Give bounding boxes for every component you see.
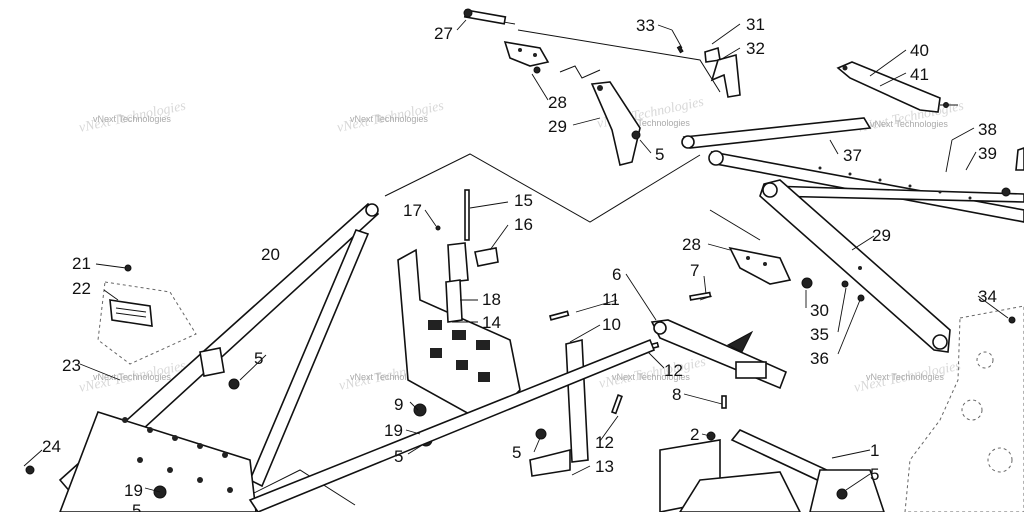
callout-5-right: 5: [870, 465, 879, 484]
center-plate: [397, 189, 521, 447]
lower-frame: [25, 429, 885, 512]
watermark-1: vNext Technologies: [93, 114, 171, 124]
callout-12-bottom: 12: [595, 433, 614, 452]
callout-27: 27: [434, 24, 453, 43]
callout-12-top: 12: [664, 361, 683, 380]
callout-20: 20: [261, 245, 280, 264]
callout-39: 39: [978, 144, 997, 163]
watermark-5: vNext Technologies: [93, 372, 171, 382]
watermark-4: vNext Technologies: [870, 119, 948, 129]
callout-17: 17: [403, 201, 422, 220]
callout-18: 18: [482, 290, 501, 309]
callout-31: 31: [746, 15, 765, 34]
callouts: 27 33 31 32 40 41 28 29 5 38 39 37 15 16…: [42, 15, 997, 512]
callout-24: 24: [42, 437, 61, 456]
callout-34: 34: [978, 287, 997, 306]
callout-14: 14: [482, 313, 501, 332]
upper-bracket-assembly: [463, 8, 721, 166]
callout-30: 30: [810, 301, 829, 320]
callout-5-mid: 5: [394, 447, 403, 466]
callout-16: 16: [514, 215, 533, 234]
callout-10: 10: [602, 315, 621, 334]
callout-7: 7: [690, 261, 699, 280]
watermark-7: vNext Technologies: [612, 372, 690, 382]
left-frame: [58, 202, 380, 512]
callout-9: 9: [394, 395, 403, 414]
callout-36: 36: [810, 349, 829, 368]
callout-35: 35: [810, 325, 829, 344]
callout-38: 38: [978, 120, 997, 139]
callout-41: 41: [910, 65, 929, 84]
callout-5-bottom: 5: [132, 501, 141, 512]
lower-arm: [759, 179, 951, 353]
callout-5-top: 5: [655, 145, 664, 164]
callout-28-top: 28: [548, 93, 567, 112]
callout-23: 23: [62, 356, 81, 375]
control-module: [97, 264, 197, 365]
watermark-2: vNext Technologies: [350, 114, 428, 124]
callout-6: 6: [612, 265, 621, 284]
callout-37: 37: [843, 146, 862, 165]
callout-13: 13: [595, 457, 614, 476]
watermark-6: vNext Technologies: [350, 372, 428, 382]
callout-29-right: 29: [872, 226, 891, 245]
callout-19-bottom: 19: [124, 481, 143, 500]
assembly-outline: [384, 153, 701, 223]
callout-8: 8: [672, 385, 681, 404]
rails: [681, 117, 1024, 223]
callout-5-left: 5: [254, 349, 263, 368]
clip-assembly: [671, 29, 741, 98]
callout-11: 11: [602, 290, 620, 309]
callout-1: 1: [870, 441, 879, 460]
shock-bracket: [637, 291, 788, 409]
callout-19-mid: 19: [384, 421, 403, 440]
callout-32: 32: [746, 39, 765, 58]
slide-rail: [248, 338, 656, 512]
callout-2: 2: [690, 425, 699, 444]
leaders: [23, 19, 1009, 493]
watermark-8: vNext Technologies: [866, 372, 944, 382]
callout-33: 33: [636, 16, 655, 35]
top-right-bracket: [836, 61, 958, 113]
right-frame-panel: [904, 305, 1024, 512]
callout-22: 22: [72, 279, 91, 298]
callout-28-mid: 28: [682, 235, 701, 254]
watermark-3: vNext Technologies: [612, 118, 690, 128]
callout-5-center: 5: [512, 443, 521, 462]
callout-40: 40: [910, 41, 929, 60]
callout-21: 21: [72, 254, 91, 273]
middle-bracket: [728, 246, 865, 302]
callout-29-top: 29: [548, 117, 567, 136]
callout-15: 15: [514, 191, 533, 210]
